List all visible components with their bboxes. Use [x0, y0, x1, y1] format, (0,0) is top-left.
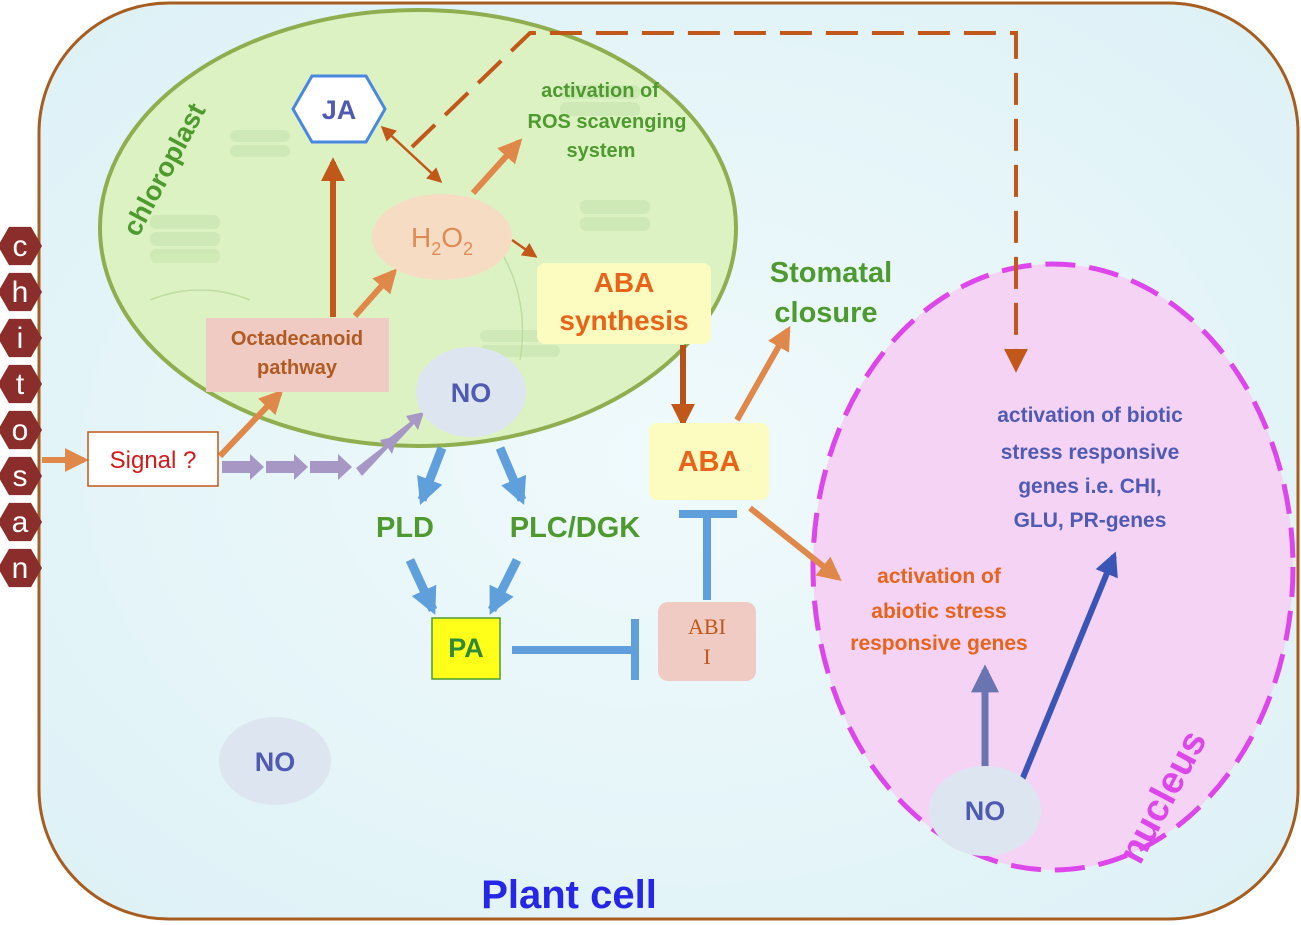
nucleus-envelope [810, 261, 1296, 873]
aba-synthesis-line2: synthesis [559, 305, 688, 336]
arrow-no-to-biotic-genes [1019, 551, 1118, 782]
octadecanoid-box [206, 318, 389, 392]
ros-line3: system [567, 140, 636, 162]
chitosan-letter: o [12, 414, 29, 447]
arrow-ja-h2o2-bidirectional [380, 125, 443, 184]
h2o2-h: H [411, 222, 431, 253]
h2o2-node [372, 194, 512, 280]
biotic-line2: stress responsive [1001, 441, 1180, 464]
purple-no-arrows [222, 412, 424, 480]
stomatal-line2: closure [774, 297, 877, 329]
chitosan-letter: s [13, 460, 28, 493]
no-nucleus-label: NO [965, 796, 1006, 826]
octadecanoid-line1: Octadecanoid [231, 328, 363, 350]
ja-node [291, 74, 387, 144]
arrow-pld-to-pa [405, 558, 438, 615]
octadecanoid-line2: pathway [257, 357, 338, 379]
pld-label: PLD [376, 512, 434, 544]
abiotic-line2: abiotic stress [871, 600, 1006, 623]
chitosan-hexagon [0, 226, 42, 266]
chitosan-hexagon [0, 502, 42, 542]
biotic-line4: GLU, PR-genes [1014, 509, 1167, 532]
arrow-no-to-plc-dgk [495, 446, 527, 505]
arrow-plc-to-pa [487, 557, 522, 615]
no-chloroplast-node [416, 347, 526, 437]
arrow-aba-to-abiotic-genes [748, 505, 842, 581]
inhibition-pa-abi [512, 619, 639, 680]
plc-dgk-label: PLC/DGK [510, 512, 641, 544]
signal-label: Signal ? [110, 447, 197, 474]
arrow-no-to-pld [417, 446, 447, 506]
arrow-octadecanoid-to-h2o2 [352, 268, 398, 318]
chitosan-letter: c [13, 230, 28, 263]
stomatal-line1: Stomatal [770, 257, 892, 289]
no-nucleus-node [929, 766, 1041, 856]
pa-box [431, 617, 501, 680]
chitosan-hexagon [0, 548, 42, 588]
chitosan-hexagon [0, 456, 42, 496]
arrow-h2o2-to-aba-synthesis [511, 238, 538, 258]
aba-box [649, 423, 769, 500]
pa-label: PA [448, 633, 484, 663]
no-chloroplast-label: NO [451, 378, 492, 408]
abi-line1: ABI [688, 614, 726, 639]
chitosan-hexagon [0, 364, 42, 404]
inhibition-abi-aba [679, 510, 737, 600]
ros-line2: ROS scavenging [528, 111, 687, 133]
chitosan-letter: i [17, 322, 24, 355]
chitosan-hexagon [0, 272, 42, 312]
plant-cell-label: Plant cell [481, 873, 657, 917]
chitosan-hexagon [0, 318, 42, 358]
no-cytoplasm-label: NO [255, 747, 296, 777]
chitosan-letter: a [12, 506, 29, 539]
no-cytoplasm-node [219, 717, 331, 805]
h2o2-label: H2O2 [411, 222, 473, 259]
ros-line1: activation of [541, 80, 659, 102]
chitosan-letter: h [12, 276, 29, 309]
biotic-line1: activation of biotic [997, 404, 1183, 427]
aba-label: ABA [678, 446, 741, 478]
arrow-signal-to-octadecanoid [217, 389, 284, 459]
arrow-h2o2-to-ros [470, 138, 523, 196]
h2o2-sub1: 2 [431, 239, 441, 259]
aba-synthesis-line1: ABA [594, 267, 655, 298]
biotic-line3: genes i.e. CHI, [1018, 475, 1162, 498]
signal-box [87, 431, 219, 487]
chitosan-letter: n [12, 552, 29, 585]
ja-label: JA [322, 95, 357, 125]
abi-box [658, 602, 756, 681]
aba-synthesis-box [537, 263, 711, 344]
chitosan-letter: t [16, 368, 25, 401]
abiotic-line1: activation of [877, 565, 1002, 588]
abi-line2: I [703, 644, 710, 669]
abiotic-line3: responsive genes [850, 632, 1027, 655]
h2o2-o: O [441, 222, 463, 253]
h2o2-sub2: 2 [463, 239, 473, 259]
chitosan-hexagon [0, 410, 42, 450]
arrow-aba-to-stomatal [734, 325, 791, 422]
